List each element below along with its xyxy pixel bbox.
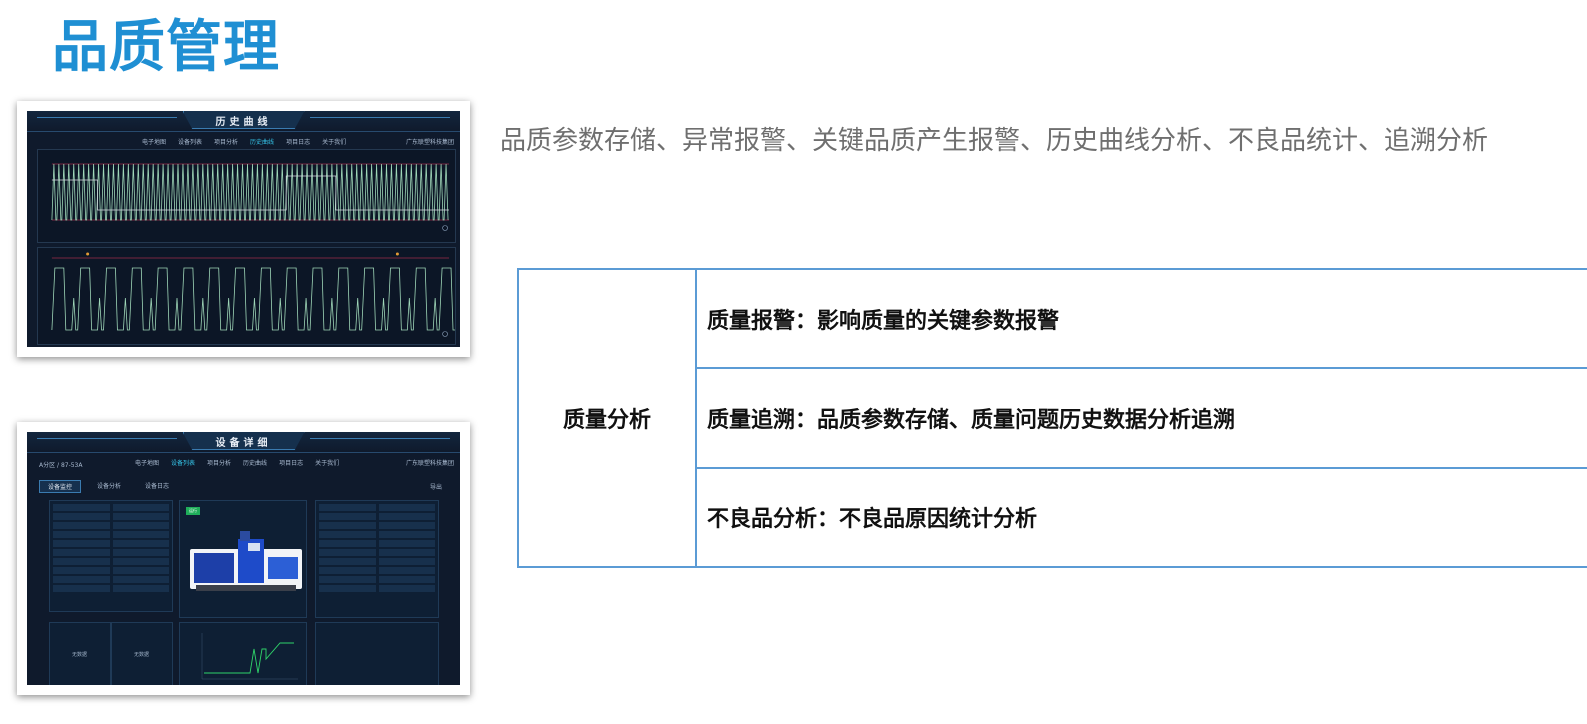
param-cell: [112, 576, 169, 583]
param-cell: [378, 540, 435, 547]
param-cell: [112, 558, 169, 565]
device-detail-screenshot: 设备详细 A分区 / 87-53A 电子地图 设备列表 项目分析 历史曲线 项目…: [17, 422, 470, 695]
nav-item-map[interactable]: 电子地图: [142, 139, 167, 146]
param-cell: [319, 576, 376, 583]
param-cell: [112, 540, 169, 547]
quality-alarm-row: 质量报警：影响质量的关键参数报警: [695, 267, 1587, 370]
param-cell: [319, 504, 376, 511]
screen-title: 历史曲线: [215, 117, 272, 128]
screen-title-box: 历史曲线: [182, 111, 305, 129]
history-chart-top: [37, 149, 456, 243]
param-cell: [319, 531, 376, 538]
no-data-label: 无数据: [134, 652, 150, 658]
page-title: 品质管理: [52, 15, 280, 80]
nav-item-log[interactable]: 项目日志: [279, 460, 304, 467]
param-cell: [319, 513, 376, 520]
injection-machine-image: [190, 531, 302, 591]
param-cell: [319, 549, 376, 556]
param-cell: [53, 558, 110, 565]
history-curve-screenshot: 历史曲线 电子地图 设备列表 项目分析 历史曲线 项目日志 关于我们 广东联塑科…: [17, 101, 470, 357]
nav-item-project[interactable]: 项目分析: [207, 460, 232, 467]
param-cell: [53, 513, 110, 520]
header-line-left: [37, 117, 177, 118]
param-cell: [112, 522, 169, 529]
param-cell: [53, 531, 110, 538]
param-cell: [112, 513, 169, 520]
param-cell: [378, 576, 435, 583]
param-cell: [319, 585, 376, 592]
company-name: 广东联塑科技集团: [405, 139, 454, 146]
no-data-panel-a: 无数据: [49, 622, 111, 685]
param-cell: [319, 522, 376, 529]
page-subtitle: 品质参数存储、异常报警、关键品质产生报警、历史曲线分析、不良品统计、追溯分析: [500, 126, 1489, 156]
header-line-right: [310, 438, 450, 439]
no-data-label: 无数据: [72, 652, 88, 658]
nav-item-devices[interactable]: 设备列表: [178, 139, 203, 146]
param-cell: [378, 522, 435, 529]
device-nav: 电子地图 设备列表 项目分析 历史曲线 项目日志 关于我们: [135, 458, 339, 467]
param-cell: [319, 558, 376, 565]
param-cell: [378, 558, 435, 565]
param-cell: [378, 513, 435, 520]
param-cell: [319, 567, 376, 574]
param-cell: [112, 567, 169, 574]
trend-chart-svg: [201, 633, 298, 680]
company-name: 广东联塑科技集团: [405, 460, 454, 467]
param-grid-left: [53, 504, 169, 592]
param-cell: [53, 585, 110, 592]
history-curve-screen: 历史曲线 电子地图 设备列表 项目分析 历史曲线 项目日志 关于我们 广东联塑科…: [27, 111, 460, 347]
machine-panel: 运行: [179, 500, 307, 618]
history-nav: 电子地图 设备列表 项目分析 历史曲线 项目日志 关于我们: [142, 137, 346, 146]
param-cell: [53, 549, 110, 556]
param-cell: [53, 504, 110, 511]
param-cell: [378, 549, 435, 556]
nav-item-about[interactable]: 关于我们: [315, 460, 340, 467]
param-cell: [319, 540, 376, 547]
param-cell: [378, 567, 435, 574]
param-cell: [112, 531, 169, 538]
param-cell: [53, 567, 110, 574]
param-cell: [112, 585, 169, 592]
empty-panel: [315, 622, 439, 685]
defect-analysis-row: 不良品分析：不良品原因统计分析: [695, 466, 1587, 569]
param-cell: [112, 549, 169, 556]
quality-category-cell: 质量分析: [517, 268, 697, 568]
status-badge: 运行: [186, 507, 200, 515]
header-line-right: [310, 117, 450, 118]
tab-analysis[interactable]: 设备分析: [97, 483, 122, 490]
device-detail-screen: 设备详细 A分区 / 87-53A 电子地图 设备列表 项目分析 历史曲线 项目…: [27, 432, 460, 685]
nav-item-log[interactable]: 项目日志: [286, 139, 311, 146]
trend-panel: [179, 622, 307, 685]
quality-analysis-table: 质量分析 质量报警：影响质量的关键参数报警 质量追溯：品质参数存储、质量问题历史…: [517, 267, 1587, 569]
param-cell: [53, 576, 110, 583]
screen-title: 设备详细: [215, 438, 272, 449]
history-chart-top-svg: [51, 163, 450, 231]
history-chart-bottom: [37, 247, 456, 345]
export-button[interactable]: 导出: [429, 484, 442, 491]
quality-trace-row: 质量追溯：品质参数存储、质量问题历史数据分析追溯: [695, 367, 1587, 469]
tab-log[interactable]: 设备日志: [145, 483, 170, 490]
nav-item-project[interactable]: 项目分析: [214, 139, 239, 146]
device-tabs: 设备监控 设备分析 设备日志: [39, 480, 177, 493]
nav-item-about[interactable]: 关于我们: [322, 139, 347, 146]
param-cell: [53, 540, 110, 547]
screen-title-box: 设备详细: [182, 432, 305, 450]
header-line-left: [37, 438, 177, 439]
nav-item-history[interactable]: 历史曲线: [243, 460, 268, 467]
history-chart-bottom-svg: [51, 252, 455, 337]
param-cell: [378, 504, 435, 511]
nav-item-map[interactable]: 电子地图: [135, 460, 160, 467]
tab-monitor[interactable]: 设备监控: [39, 480, 82, 493]
no-data-panel-b: 无数据: [111, 622, 173, 685]
param-cell: [378, 531, 435, 538]
device-location: A分区 / 87-53A: [39, 462, 83, 469]
param-cell: [378, 585, 435, 592]
param-cell: [112, 504, 169, 511]
param-panel-left: [49, 500, 173, 612]
nav-item-history[interactable]: 历史曲线: [250, 139, 275, 146]
param-cell: [53, 522, 110, 529]
param-panel-right: [315, 500, 439, 618]
param-grid-right: [319, 504, 435, 592]
nav-item-devices[interactable]: 设备列表: [171, 460, 196, 467]
